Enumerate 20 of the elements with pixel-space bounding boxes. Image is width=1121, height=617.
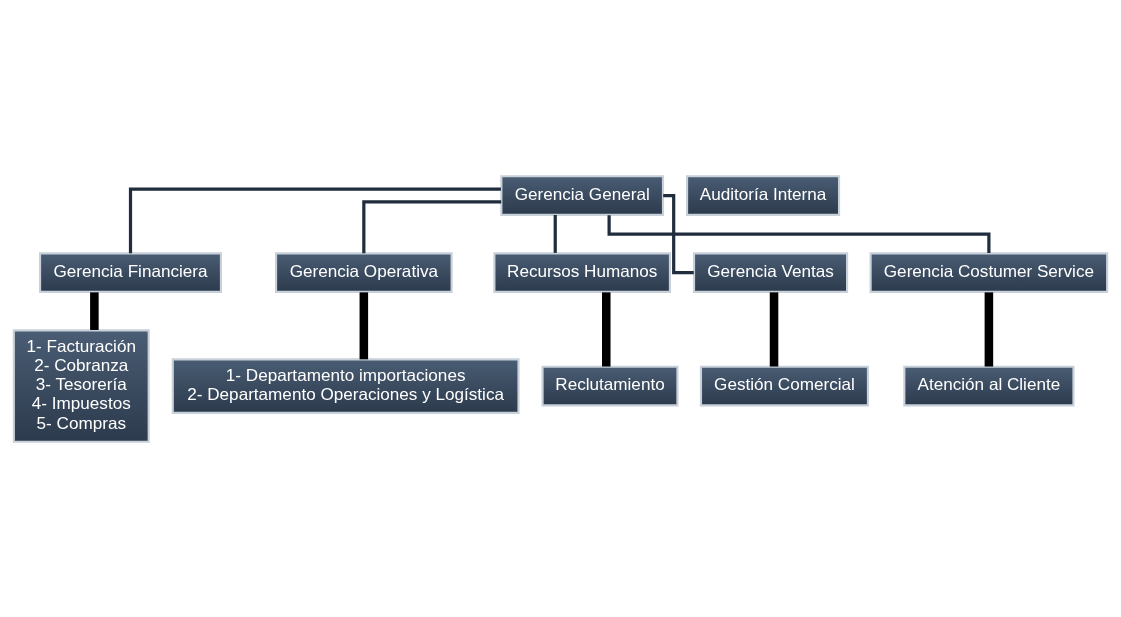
node-box: Recursos Humanos: [493, 251, 671, 293]
connector: [984, 291, 994, 367]
node-box: Gerencia Operativa: [275, 251, 453, 293]
connector: [359, 291, 369, 359]
node-box: 1- Facturación 2- Cobranza 3- Tesorería 4- Impuestos 5- Compras: [12, 328, 150, 443]
node-box: Reclutamiento: [541, 365, 679, 406]
connector: [602, 291, 611, 367]
node-box: 1- Departamento importaciones 2- Departamento Operaciones y Logística: [171, 357, 520, 414]
connector: [362, 199, 502, 253]
node-box: Atención al Cliente: [903, 365, 1075, 406]
connector: [90, 291, 99, 330]
node-box: Gerencia Costumer Service: [869, 251, 1109, 293]
node-box: Gerencia Financiera: [39, 251, 222, 293]
connector: [128, 187, 501, 253]
node-box: Auditoría Interna: [686, 174, 841, 216]
node-box: Gerencia Ventas: [692, 251, 849, 293]
node-box: Gerencia General: [500, 174, 665, 216]
node-box: Gestión Comercial: [699, 365, 870, 406]
connector: [553, 214, 557, 253]
connector: [769, 291, 779, 367]
